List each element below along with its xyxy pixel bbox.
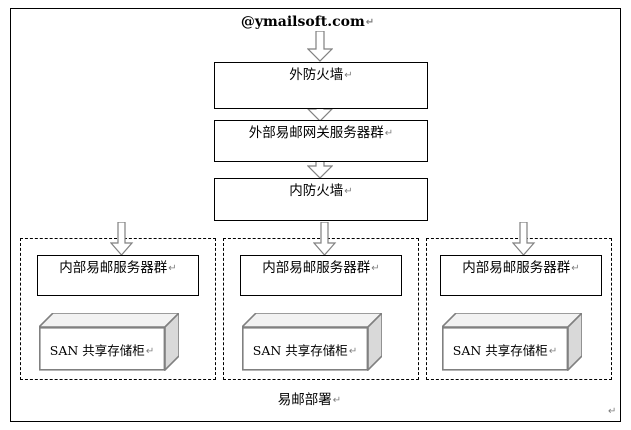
- diagram-caption-text: 易邮部署: [277, 392, 332, 408]
- email-address-label: @ymailsoft.com↵: [0, 14, 631, 30]
- box-outer-firewall[interactable]: 外防火墙↵: [214, 62, 428, 109]
- box-internal-mail-servers-3-label: 内部易邮服务器群↵: [462, 260, 580, 276]
- outer-frame: [10, 8, 621, 422]
- san-storage-3[interactable]: SAN 共享存储柜↵: [442, 313, 582, 371]
- san-storage-1[interactable]: SAN 共享存储柜↵: [39, 313, 179, 371]
- box-inner-firewall[interactable]: 内防火墙↵: [214, 178, 428, 221]
- pilcrow-mark: ↵: [371, 263, 380, 274]
- pilcrow-mark: ↵: [344, 70, 353, 81]
- box-internal-mail-servers-2-label: 内部易邮服务器群↵: [262, 260, 380, 276]
- pilcrow-mark: ↵: [365, 17, 375, 28]
- pilcrow-mark: ↵: [344, 186, 353, 197]
- pilcrow-mark: ↵: [384, 128, 394, 139]
- arrow-inner-firewall-to-zone-1: [110, 222, 134, 256]
- arrow-inner-firewall-to-zone-3: [512, 222, 536, 256]
- box-inner-firewall-label: 内防火墙↵: [289, 183, 353, 199]
- arrow-inner-firewall-to-zone-2: [313, 222, 337, 256]
- box-outer-firewall-label: 外防火墙↵: [289, 67, 353, 83]
- box-external-gateway-servers[interactable]: 外部易邮网关服务器群↵: [214, 120, 428, 162]
- box-internal-mail-servers-1[interactable]: 内部易邮服务器群↵: [37, 255, 199, 296]
- box-external-gateway-servers-label: 外部易邮网关服务器群↵: [248, 125, 394, 141]
- arrow-email-to-outer-firewall: [307, 31, 333, 62]
- box-internal-mail-servers-2[interactable]: 内部易邮服务器群↵: [240, 255, 402, 296]
- pilcrow-mark: ↵: [332, 395, 342, 406]
- pilcrow-mark: ↵: [168, 263, 177, 274]
- san-storage-2[interactable]: SAN 共享存储柜↵: [242, 313, 382, 371]
- box-internal-mail-servers-1-label: 内部易邮服务器群↵: [59, 260, 177, 276]
- document-end-mark: ↵: [608, 406, 617, 417]
- pilcrow-mark: ↵: [571, 263, 580, 274]
- email-address-text: @ymailsoft.com: [240, 14, 365, 30]
- box-internal-mail-servers-3[interactable]: 内部易邮服务器群↵: [440, 255, 602, 296]
- zone-3: [426, 238, 612, 380]
- diagram-caption: 易邮部署↵: [0, 388, 631, 408]
